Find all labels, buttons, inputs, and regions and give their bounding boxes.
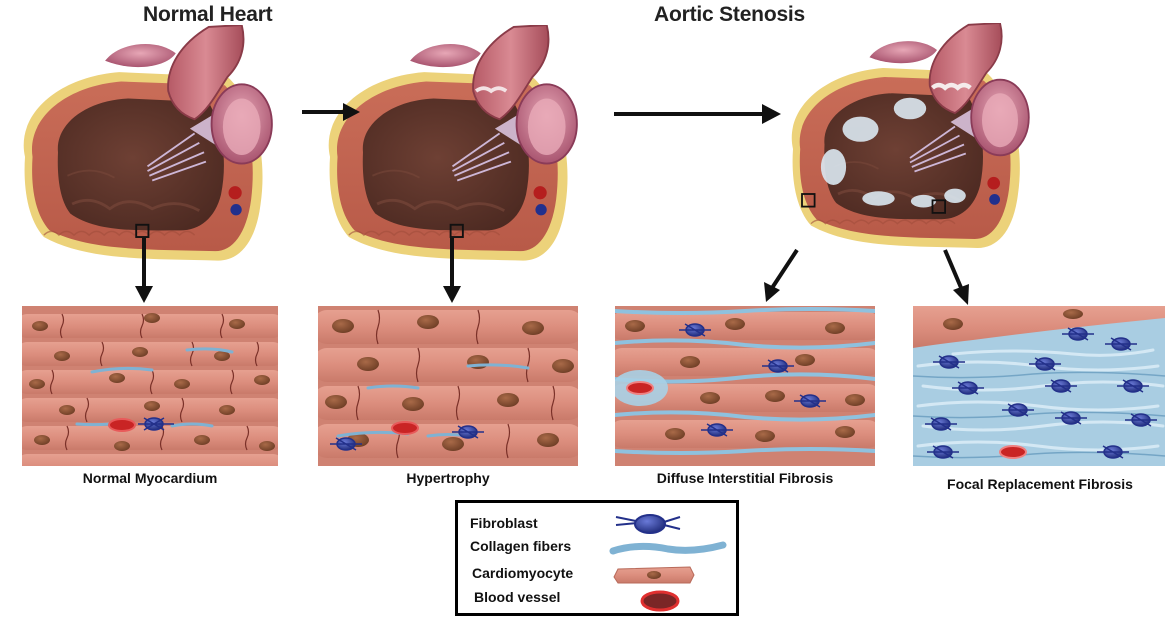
zoom-box [449, 223, 464, 238]
panel-hypertrophy [318, 306, 578, 466]
zoom-box-focal [931, 199, 946, 214]
cardiomyocyte-icon [613, 566, 695, 584]
caption-normal-myocardium: Normal Myocardium [82, 470, 218, 486]
zoom-box [135, 223, 150, 238]
blood-vessel-icon [640, 590, 680, 612]
panel-normal-myocardium [22, 306, 278, 466]
legend-symbols [609, 514, 727, 612]
title-aortic-stenosis: Aortic Stenosis [654, 3, 806, 26]
caption-diffuse-fibrosis: Diffuse Interstitial Fibrosis [656, 470, 834, 486]
legend-label-fibroblast: Fibroblast [470, 515, 538, 531]
arrow-head [343, 103, 360, 121]
hypertrophy-heart-illustration [310, 25, 595, 270]
panel-focal-fibrosis [913, 306, 1165, 466]
legend-label-collagen: Collagen fibers [470, 538, 572, 554]
legend-label-vessel: Blood vessel [474, 589, 561, 605]
legend-label-cardiomyocyte: Cardiomyocyte [472, 565, 574, 581]
arrow-diagonal [770, 248, 799, 290]
zoom-box-diffuse [801, 193, 816, 208]
arrows-layer [135, 103, 969, 305]
normal-heart-illustration [5, 25, 290, 270]
stenosis-heart-illustration [775, 20, 1045, 260]
fibroblast-icon [615, 514, 681, 534]
panel-diffuse-fibrosis [615, 306, 875, 466]
collagen-fiber-icon [609, 541, 727, 555]
arrow-diagonal [943, 249, 964, 291]
title-normal-heart: Normal Heart [143, 3, 273, 26]
caption-focal-fibrosis: Focal Replacement Fibrosis [947, 476, 1133, 492]
legend: Fibroblast Collagen fibers Cardiomyocyte… [455, 500, 739, 616]
caption-hypertrophy: Hypertrophy [406, 470, 490, 486]
arrow-head [762, 104, 781, 124]
